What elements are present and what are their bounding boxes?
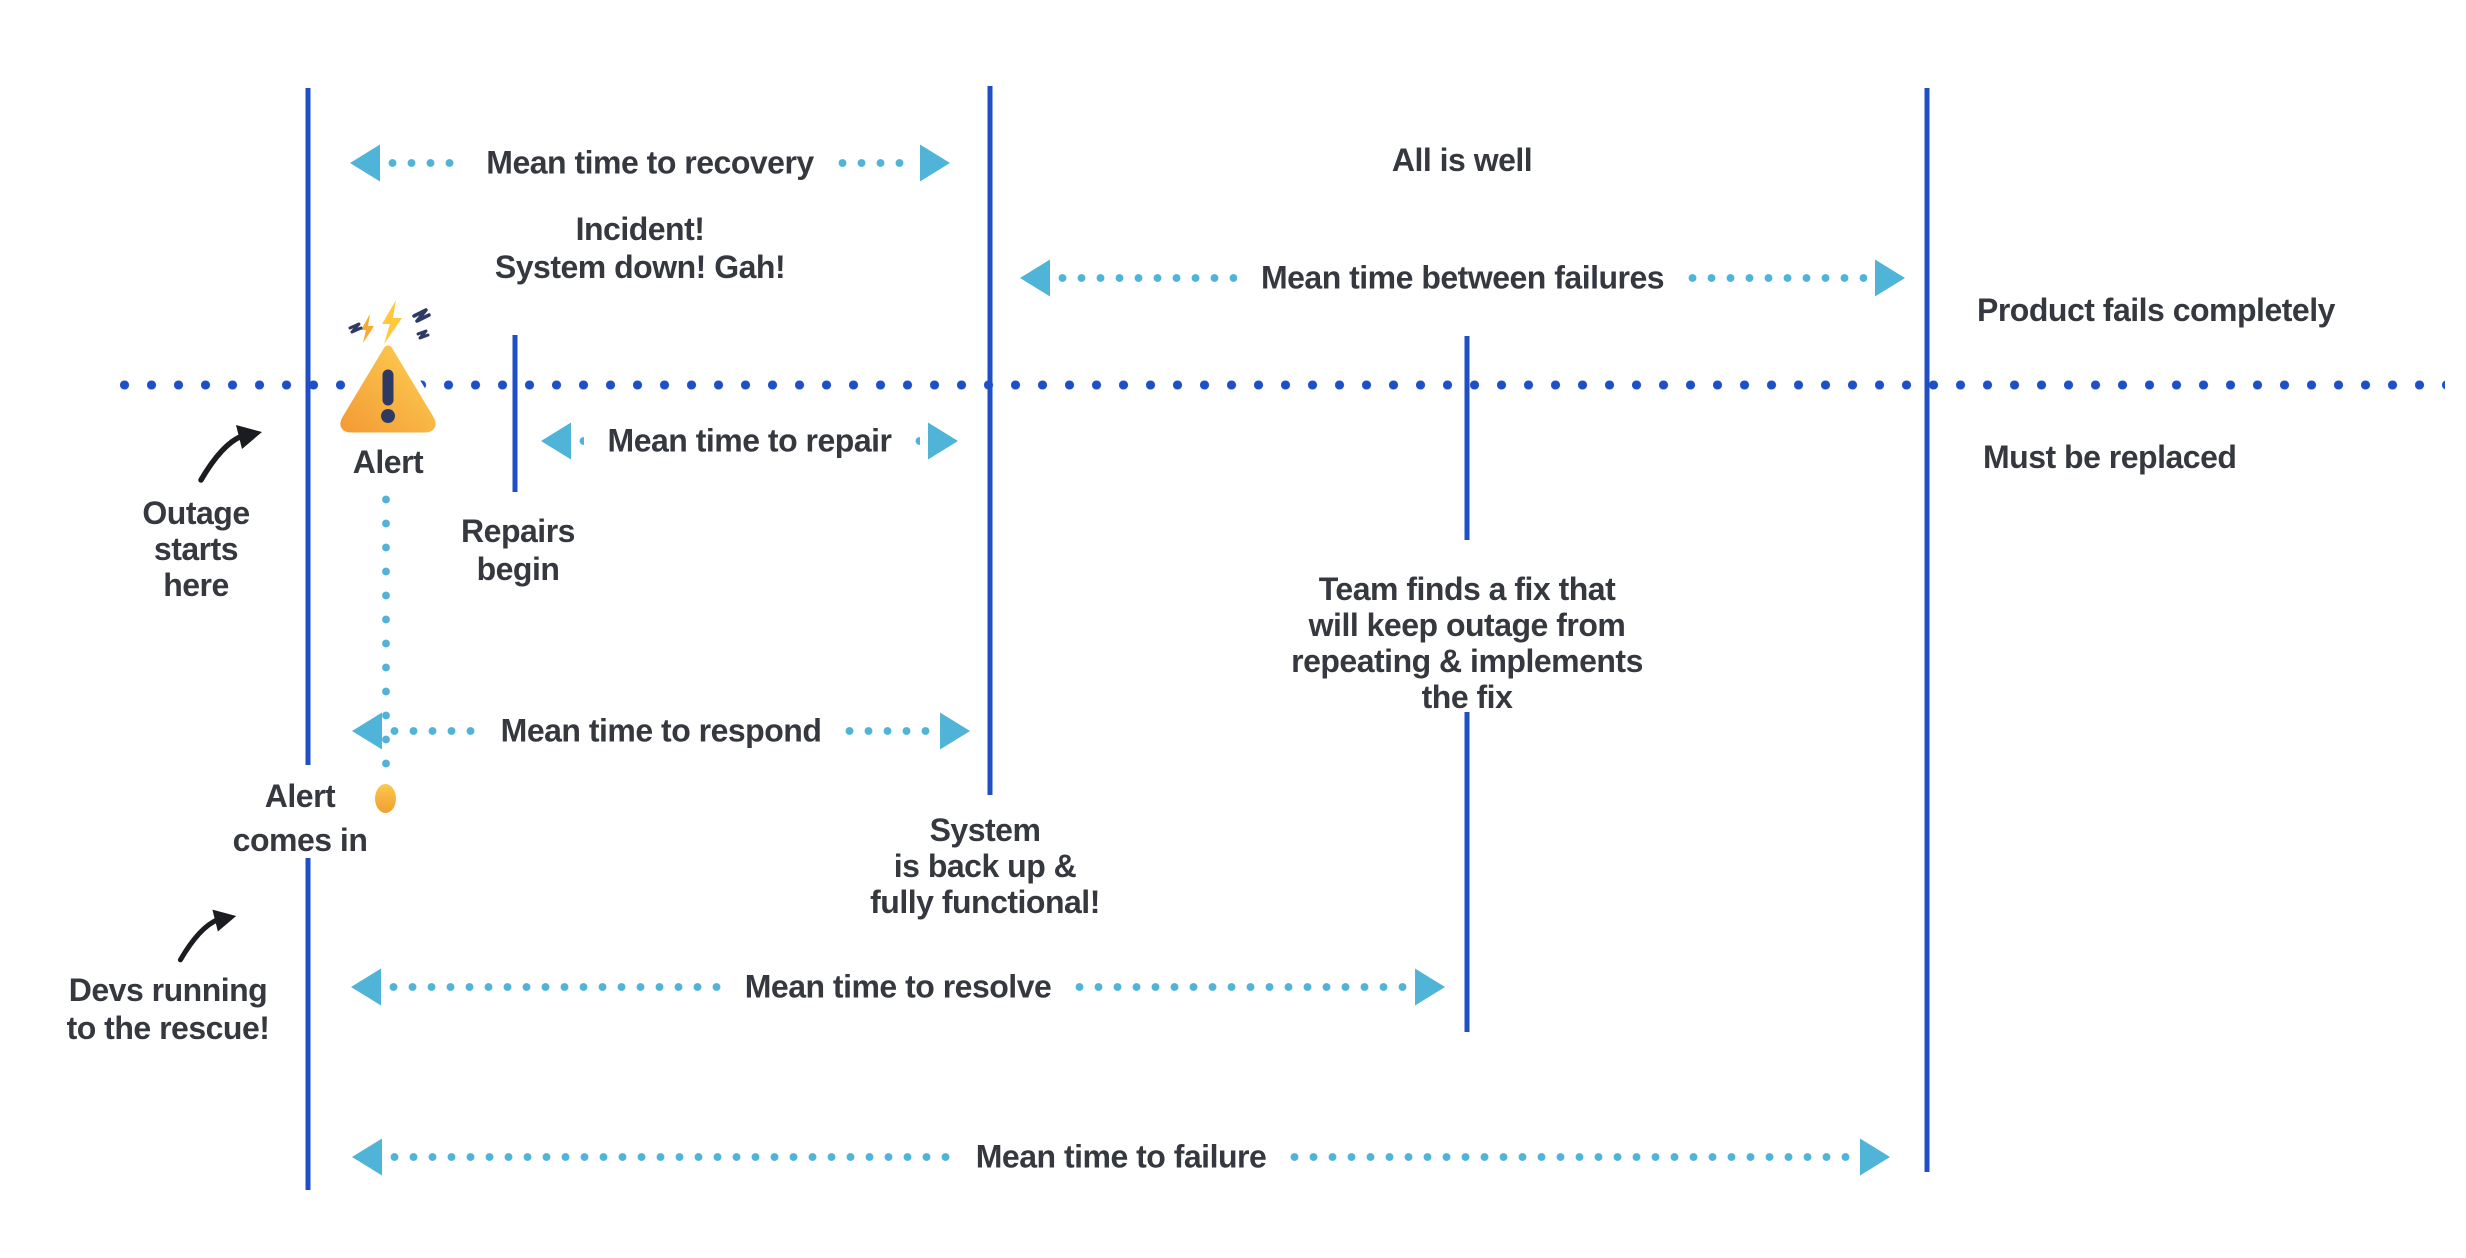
event-line-system-back-up bbox=[987, 86, 993, 795]
team-fix-text: Team finds a fix that will keep outage f… bbox=[1291, 571, 1643, 715]
mtt-recovery-arrow: Mean time to recovery bbox=[350, 144, 950, 182]
all-is-well-text: All is well bbox=[1391, 142, 1533, 178]
event-line-fix-implemented-lower bbox=[1464, 712, 1470, 1032]
outage-starts-here-text: Outage starts here bbox=[142, 495, 250, 603]
dotted-shaft bbox=[390, 1152, 952, 1162]
metric-label: Mean time to recovery bbox=[486, 144, 814, 181]
mtt-resolve-arrow: Mean time to resolve bbox=[351, 968, 1446, 1006]
metric-label: Mean time between failures bbox=[1260, 259, 1665, 296]
dotted-shaft bbox=[1058, 273, 1237, 283]
alert-dot-icon bbox=[375, 784, 396, 813]
dotted-shaft bbox=[1688, 273, 1867, 283]
event-line-fix-implemented-upper bbox=[1464, 336, 1470, 540]
arrow-right-icon bbox=[1875, 259, 1905, 297]
arrow-right-icon bbox=[1415, 968, 1446, 1006]
mtbf-arrow: Mean time between failures bbox=[1020, 259, 1905, 297]
metric-label: Mean time to resolve bbox=[744, 968, 1052, 1005]
dotted-shaft bbox=[845, 726, 933, 736]
devs-running-text: Devs running to the rescue! bbox=[66, 972, 270, 1046]
dotted-shaft bbox=[837, 158, 912, 168]
dotted-shaft bbox=[1075, 982, 1408, 992]
curved-arrow-icon bbox=[177, 909, 237, 963]
dotted-shaft bbox=[389, 982, 721, 992]
arrow-right-icon bbox=[1860, 1138, 1890, 1176]
event-line-repairs-begin bbox=[512, 335, 518, 492]
arrow-right-icon bbox=[928, 422, 958, 460]
arrow-left-icon bbox=[541, 422, 571, 460]
alert-comes-in-text: Alert comes in bbox=[232, 778, 368, 858]
arrow-right-icon bbox=[920, 144, 950, 182]
timeline-dotted-line bbox=[120, 380, 2445, 390]
arrow-right-icon bbox=[940, 712, 971, 750]
metric-label: Mean time to repair bbox=[607, 422, 892, 459]
arrow-left-icon bbox=[350, 144, 380, 182]
repairs-begin-text: Repairs begin bbox=[461, 513, 575, 587]
arrow-left-icon bbox=[352, 1138, 382, 1176]
mtt-failure-arrow: Mean time to failure bbox=[352, 1138, 1890, 1176]
dotted-shaft bbox=[579, 436, 584, 446]
event-line-outage-start-lower bbox=[305, 858, 311, 1190]
metric-label: Mean time to respond bbox=[500, 712, 822, 749]
arrow-left-icon bbox=[1020, 259, 1050, 297]
alert-connector-dotted-line bbox=[381, 495, 391, 782]
alert-label: Alert bbox=[352, 444, 424, 480]
product-fails-text: Product fails completely bbox=[1977, 292, 2335, 328]
system-back-up-text: System is back up & fully functional! bbox=[870, 812, 1100, 920]
must-be-replaced-text: Must be replaced bbox=[1983, 439, 2237, 475]
mtt-respond-arrow: Mean time to respond bbox=[352, 712, 971, 750]
curved-arrow-icon bbox=[198, 425, 262, 483]
dotted-shaft bbox=[388, 158, 463, 168]
metric-label: Mean time to failure bbox=[975, 1138, 1267, 1175]
arrow-left-icon bbox=[351, 968, 381, 1006]
dotted-shaft bbox=[915, 436, 920, 446]
dotted-shaft bbox=[390, 726, 477, 736]
event-line-product-fails bbox=[1924, 88, 1930, 1172]
warning-triangle-icon bbox=[332, 300, 444, 440]
incident-text: Incident! System down! Gah! bbox=[494, 211, 786, 285]
event-line-outage-start-upper bbox=[305, 88, 311, 765]
dotted-shaft bbox=[1290, 1152, 1852, 1162]
mtt-repair-arrow: Mean time to repair bbox=[541, 422, 958, 460]
arrow-left-icon bbox=[352, 712, 382, 750]
